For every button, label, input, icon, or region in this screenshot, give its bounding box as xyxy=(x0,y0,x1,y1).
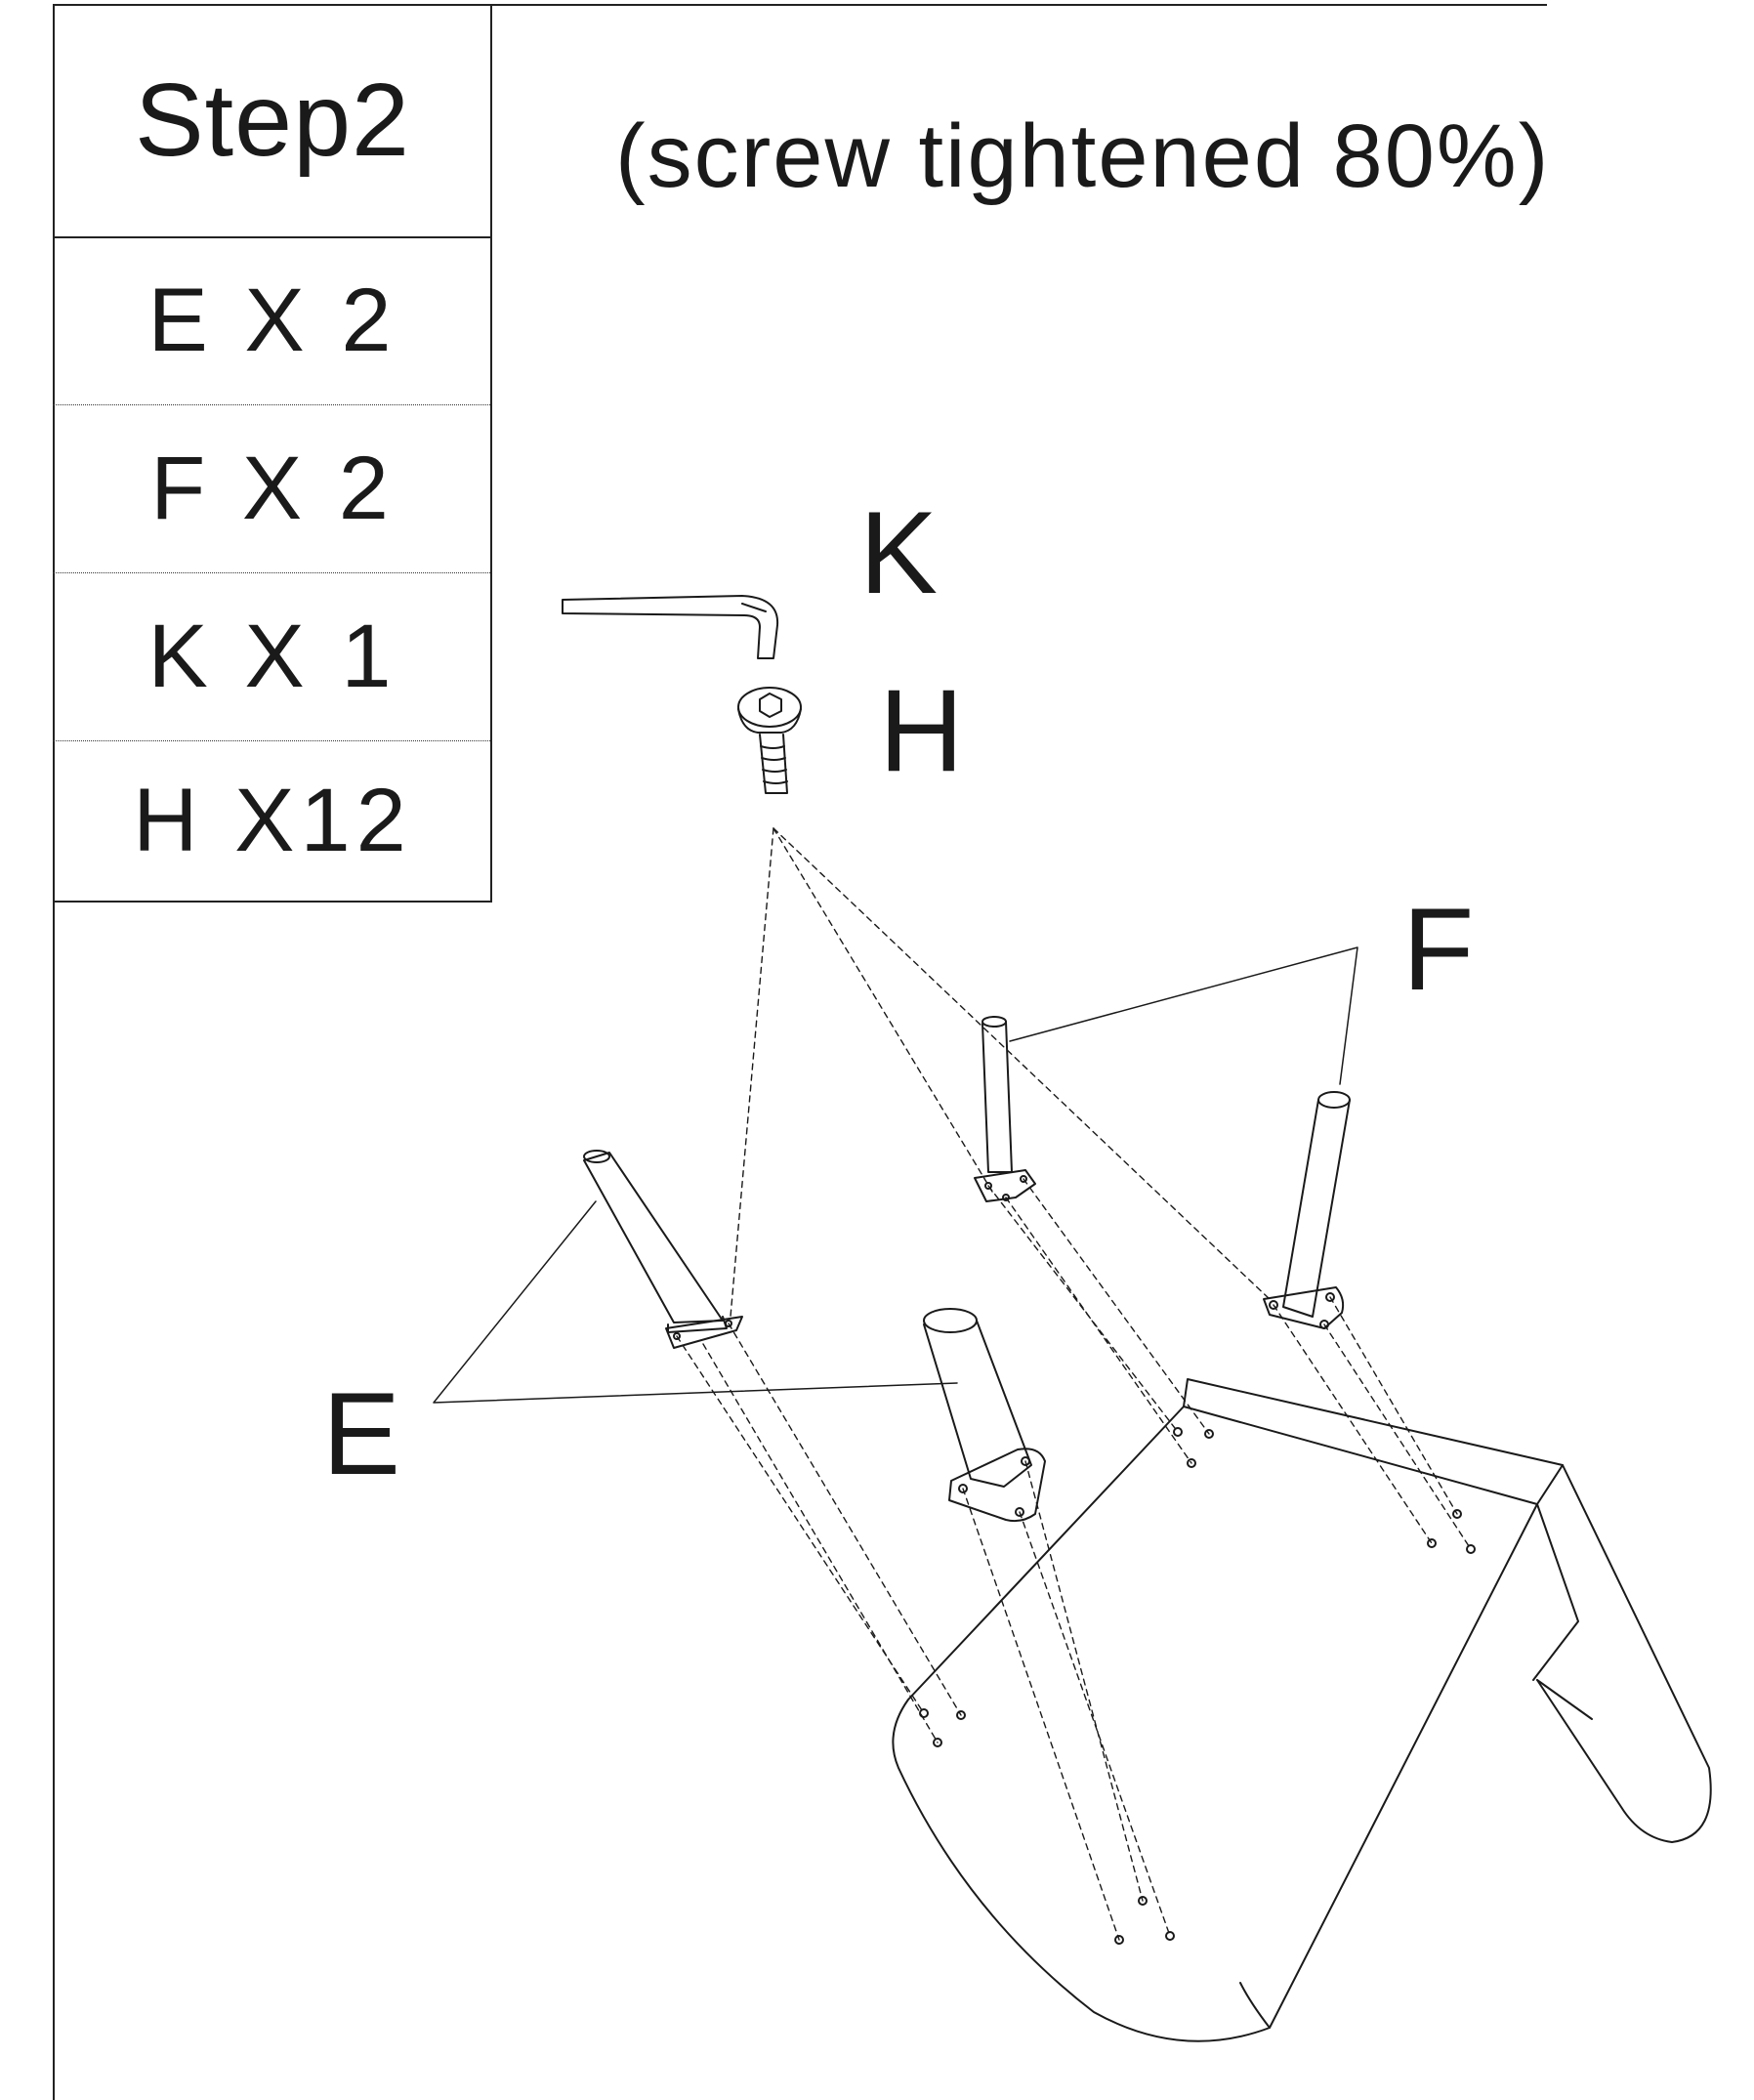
leader-lines xyxy=(433,946,1358,1404)
hex-key-icon xyxy=(562,595,779,659)
part-qty: X12 xyxy=(234,770,412,870)
part-qty: X 2 xyxy=(241,438,395,538)
page-left-border xyxy=(53,4,55,2100)
leg-e-icon xyxy=(923,1308,1046,1523)
part-row-h: H X12 xyxy=(53,740,492,901)
callout-f: F xyxy=(1402,884,1475,1015)
callout-e: E xyxy=(322,1368,401,1499)
step-title: Step2 xyxy=(134,62,410,178)
leg-f-icon xyxy=(974,1016,1036,1202)
parts-table-right-border xyxy=(490,4,492,903)
part-letter: K xyxy=(147,606,214,706)
part-qty: X 2 xyxy=(244,270,397,370)
leg-e-icon xyxy=(583,1150,743,1349)
leg-f-icon xyxy=(1263,1091,1351,1329)
part-letter: F xyxy=(150,438,212,538)
guide-lines xyxy=(676,827,1472,1941)
screw-holes xyxy=(919,1427,1476,1945)
part-qty: X 1 xyxy=(244,606,397,706)
callout-h: H xyxy=(879,665,964,796)
parts-table: Step2 E X 2 F X 2 K X 1 H X12 xyxy=(53,4,492,903)
part-row-k: K X 1 xyxy=(53,572,492,741)
page-top-border xyxy=(53,4,1547,6)
parts-table-bottom-border xyxy=(53,901,492,903)
part-letter: E xyxy=(147,270,214,370)
part-row-f: F X 2 xyxy=(53,404,492,573)
callout-k: K xyxy=(859,487,939,618)
tightening-note: (screw tightened 80%) xyxy=(615,106,1551,206)
screw-icon xyxy=(737,687,802,794)
step-cell: Step2 xyxy=(53,4,492,238)
chair-seat-icon xyxy=(892,1378,1712,2042)
part-row-e: E X 2 xyxy=(53,236,492,405)
part-letter: H xyxy=(133,770,204,870)
